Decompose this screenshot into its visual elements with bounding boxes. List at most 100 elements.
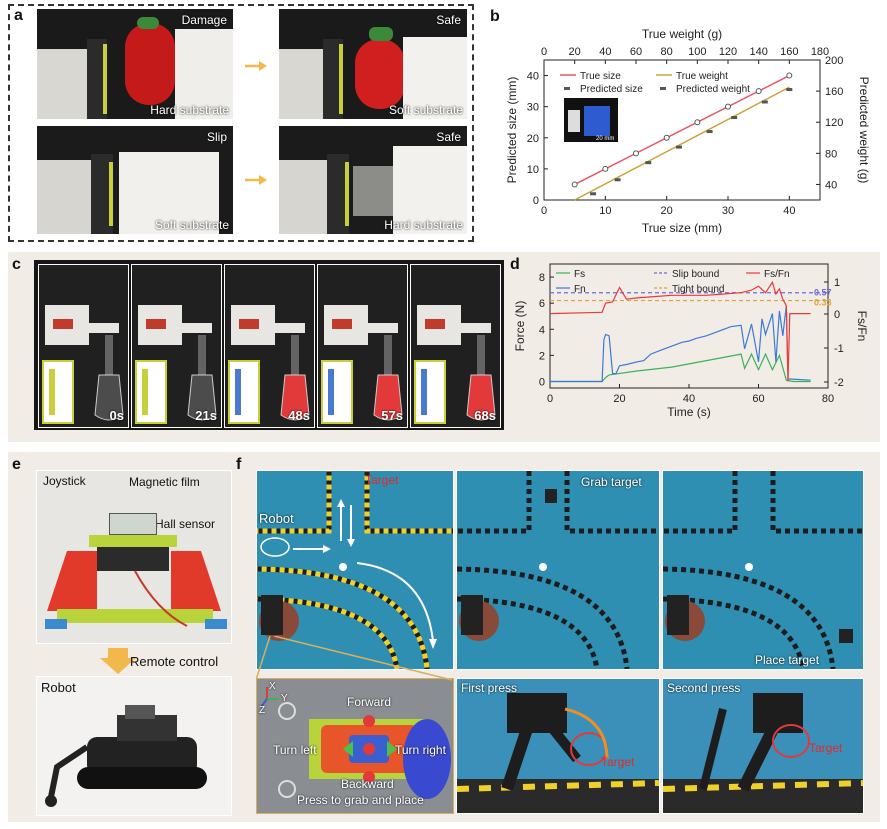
y-tick-label: 10 — [527, 164, 539, 176]
x-tick-label: 10 — [599, 205, 611, 217]
series-fs-fn — [549, 280, 811, 382]
x2-axis-label: True weight (g) — [642, 27, 722, 41]
y2-tick-label: 80 — [825, 148, 837, 160]
label-forward: Forward — [347, 695, 392, 709]
x-axis-label: Time (s) — [667, 405, 711, 419]
label-axis-z: Z — [259, 705, 266, 716]
y-tick-label: 6 — [539, 298, 545, 310]
zoom-connector — [256, 636, 453, 681]
photo-slip-soft: Slip Soft substrate — [36, 125, 234, 235]
x2-tick-label: 140 — [749, 46, 767, 58]
label-target-f2: Target — [601, 755, 635, 769]
y2-axis-label: Fs/Fn — [855, 311, 869, 342]
x-tick-label: 0 — [547, 393, 553, 405]
y2-tick-label: 160 — [825, 86, 843, 98]
photo-field-path: Target Robot — [256, 470, 454, 670]
predicted-weight-point — [706, 130, 713, 134]
photo-robot: Robot — [36, 676, 232, 816]
label-target-f1: Target — [365, 473, 399, 487]
tight-bound-value: 0.33 — [814, 298, 832, 308]
label-remote-control: Remote control — [130, 654, 219, 669]
photo-second-press: Second press Target — [662, 678, 864, 814]
time-label: 48s — [288, 408, 310, 423]
x-tick-label: 20 — [613, 393, 625, 405]
predicted-weight-point — [731, 116, 738, 120]
plot-frame — [543, 59, 821, 201]
true-size-line — [574, 74, 790, 186]
label-place-target: Place target — [755, 653, 820, 667]
y-axis-label: Predicted size (mm) — [505, 77, 519, 184]
label-second-press: Second press — [667, 681, 741, 695]
x2-tick-label: 20 — [569, 46, 581, 58]
label-robot-e: Robot — [41, 680, 76, 695]
predicted-size-point — [786, 72, 793, 79]
y-tick-label: 20 — [527, 133, 539, 145]
y-tick-label: 2 — [539, 350, 545, 362]
y2-tick-label: 120 — [825, 117, 843, 129]
legend-predicted-size-swatch — [564, 87, 570, 90]
label-backward: Backward — [341, 777, 394, 791]
x2-tick-label: 160 — [780, 46, 798, 58]
y-tick-label: 0 — [539, 376, 545, 388]
x-tick-label: 60 — [752, 393, 764, 405]
x2-tick-label: 100 — [688, 46, 706, 58]
y-tick-label: 8 — [539, 272, 545, 284]
x-tick-label: 80 — [822, 393, 834, 405]
substrate-hard-2: Hard substrate — [384, 218, 463, 232]
predicted-weight-point — [645, 161, 652, 165]
y-tick-label: 0 — [533, 195, 539, 207]
inset-object — [584, 106, 610, 136]
label-axis-x: X — [269, 681, 276, 692]
arrow-right-icon-1 — [245, 61, 267, 71]
status-safe-2: Safe — [436, 130, 461, 144]
x-tick-label: 40 — [683, 393, 695, 405]
y-tick-label: 40 — [527, 71, 539, 83]
label-magnetic-film: Magnetic film — [129, 475, 200, 489]
label-axis-y: Y — [281, 693, 288, 704]
panel-c-label: c — [12, 256, 21, 273]
photo-joystick: Joystick Magnetic film Hall sensor — [36, 470, 232, 644]
legend-label-4: Fs/Fn — [764, 269, 790, 280]
x2-tick-label: 40 — [599, 46, 611, 58]
predicted-size-point — [663, 134, 670, 141]
arrow-right-icon-2 — [245, 175, 267, 185]
label-turn-right: Turn right — [395, 743, 446, 757]
predicted-size-point — [694, 119, 701, 126]
photo-first-press: First press Target — [456, 678, 660, 814]
legend-label-3: Tight bound — [672, 284, 724, 295]
substrate-soft-2: Soft substrate — [154, 218, 229, 232]
legend-true-size: True size — [580, 71, 621, 82]
status-damage: Damage — [181, 13, 227, 27]
status-slip: Slip — [206, 130, 227, 144]
inset-gripper — [568, 110, 580, 132]
legend-label-0: Fs — [574, 269, 585, 280]
photo-titration-frame: 57s — [317, 264, 408, 428]
magnetic-film — [109, 513, 157, 535]
legend-label-1: Fn — [574, 284, 586, 295]
substrate-soft-1: Soft substrate — [388, 103, 463, 117]
label-turn-left: Turn left — [273, 743, 317, 757]
panel-b-label: b — [490, 8, 500, 25]
y2-tick-label: 200 — [825, 55, 843, 67]
legend-predicted-size: Predicted size — [580, 84, 643, 95]
photo-titration-frame: 48s — [224, 264, 315, 428]
series-fn — [550, 305, 811, 383]
predicted-weight-point — [675, 145, 682, 149]
panel-d-label: d — [510, 256, 520, 273]
predicted-weight-point — [786, 88, 793, 92]
status-safe-1: Safe — [436, 13, 461, 27]
label-hall-sensor: Hall sensor — [155, 517, 216, 531]
y2-tick-label: -2 — [834, 377, 844, 389]
y-tick-label: 4 — [539, 324, 545, 336]
slip-bound-value: 0.57 — [814, 288, 832, 298]
x-tick-label: 0 — [541, 205, 547, 217]
panel-e-label: e — [12, 456, 21, 473]
label-joystick: Joystick — [43, 474, 86, 488]
label-grab-target: Grab target — [581, 475, 642, 489]
time-label: 0s — [109, 408, 124, 423]
time-label: 57s — [381, 408, 403, 423]
panel-a-label: a — [14, 7, 23, 24]
panel-f-label: f — [236, 456, 242, 473]
